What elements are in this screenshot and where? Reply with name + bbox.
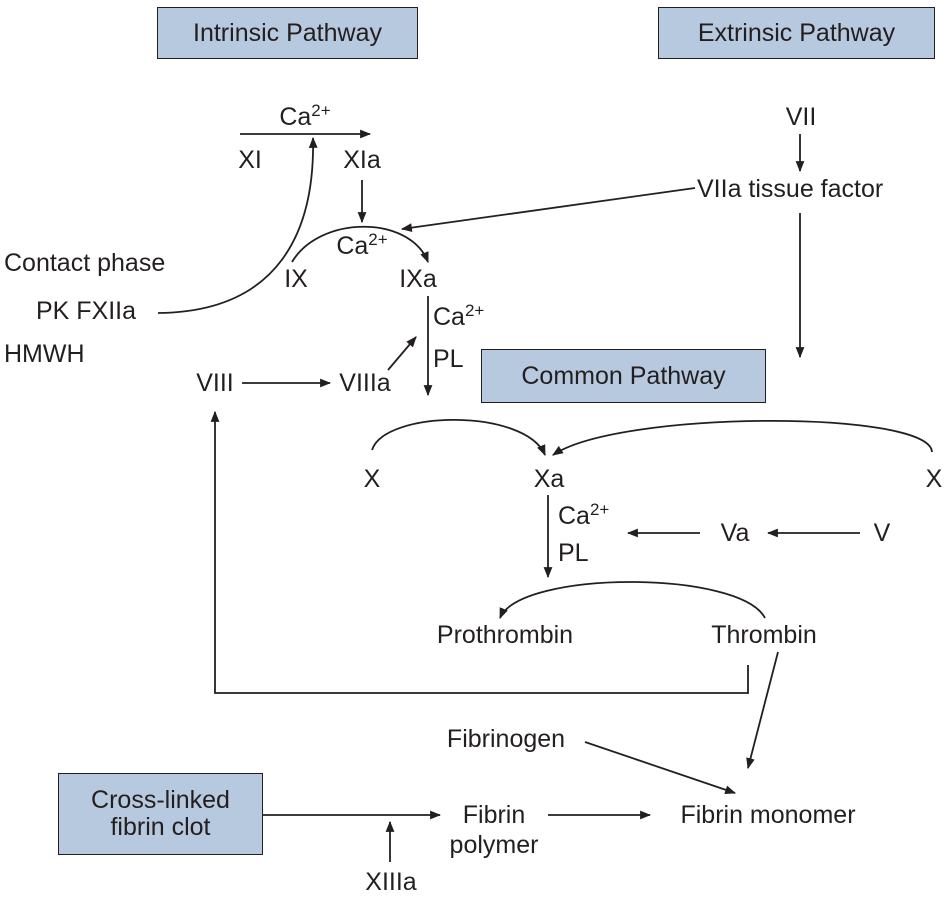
clot-title-line2: fibrin clot: [110, 813, 211, 841]
factor-va: Va: [720, 519, 750, 547]
contact-phase-label: Contact phase: [4, 249, 166, 277]
ca-label-xa: Ca2+: [558, 500, 610, 530]
intrinsic-pathway-box: Intrinsic Pathway: [157, 7, 418, 59]
factor-viiia: VIIIa: [339, 369, 391, 397]
clot-title-line1: Cross-linked: [91, 786, 230, 814]
arrow-ix-to-ixa: [291, 225, 429, 264]
factor-xia: XIa: [343, 146, 381, 174]
ca-label-ix: Ca2+: [336, 230, 388, 260]
fibrin-monomer-label: Fibrin monomer: [680, 801, 856, 829]
arrow-viia-to-ix: [400, 187, 696, 232]
intrinsic-pathway-title: Intrinsic Pathway: [193, 18, 382, 47]
factor-xiiia: XIIIa: [365, 868, 417, 896]
factor-vii: VII: [785, 103, 817, 131]
arrow-thrombin-feedback-viii: [210, 410, 749, 694]
arrow-contact-phase: [157, 136, 318, 314]
extrinsic-pathway-title: Extrinsic Pathway: [697, 18, 896, 47]
ca-label-ixa: Ca2+: [433, 301, 485, 331]
fibrinogen-label: Fibrinogen: [446, 725, 566, 753]
factor-x-left: X: [363, 465, 381, 493]
pk-fxiia-label: PK FXIIa: [36, 297, 137, 325]
fibrin-polymer-line1: Fibrin: [462, 801, 526, 829]
factor-x-right: X: [925, 465, 943, 493]
factor-ixa: IXa: [399, 265, 437, 293]
common-pathway-box: Common Pathway: [481, 349, 766, 403]
factor-v: V: [873, 519, 891, 547]
arrow-x-left-to-xa: [371, 418, 546, 457]
pl-label-xa: PL: [558, 539, 589, 567]
ca-label-xi: Ca2+: [279, 101, 331, 131]
common-pathway-title: Common Pathway: [521, 361, 726, 390]
pl-label-ixa: PL: [433, 345, 464, 373]
arrow-x-right-to-xa: [552, 419, 933, 456]
hmwh-label: HMWH: [4, 340, 85, 368]
cross-linked-clot-box: Cross-linked fibrin clot: [58, 773, 263, 855]
extrinsic-pathway-box: Extrinsic Pathway: [658, 7, 935, 59]
factor-xi: XI: [238, 146, 262, 174]
thrombin-label: Thrombin: [711, 621, 817, 649]
fibrin-polymer-line2: polymer: [449, 831, 539, 859]
factor-viia-tissue-factor: VIIa tissue factor: [697, 175, 884, 203]
factor-xa: Xa: [533, 465, 565, 493]
arrow-fibrinogen-to-monomer: [584, 741, 737, 794]
factor-viii: VIII: [196, 369, 234, 397]
prothrombin-label: Prothrombin: [436, 621, 574, 649]
arrow-thrombin-to-monomer: [746, 651, 779, 770]
arrow-prothrombin-thrombin: [499, 581, 766, 620]
arrow-viiia-to-ixa: [387, 336, 417, 371]
factor-ix: IX: [284, 265, 308, 293]
